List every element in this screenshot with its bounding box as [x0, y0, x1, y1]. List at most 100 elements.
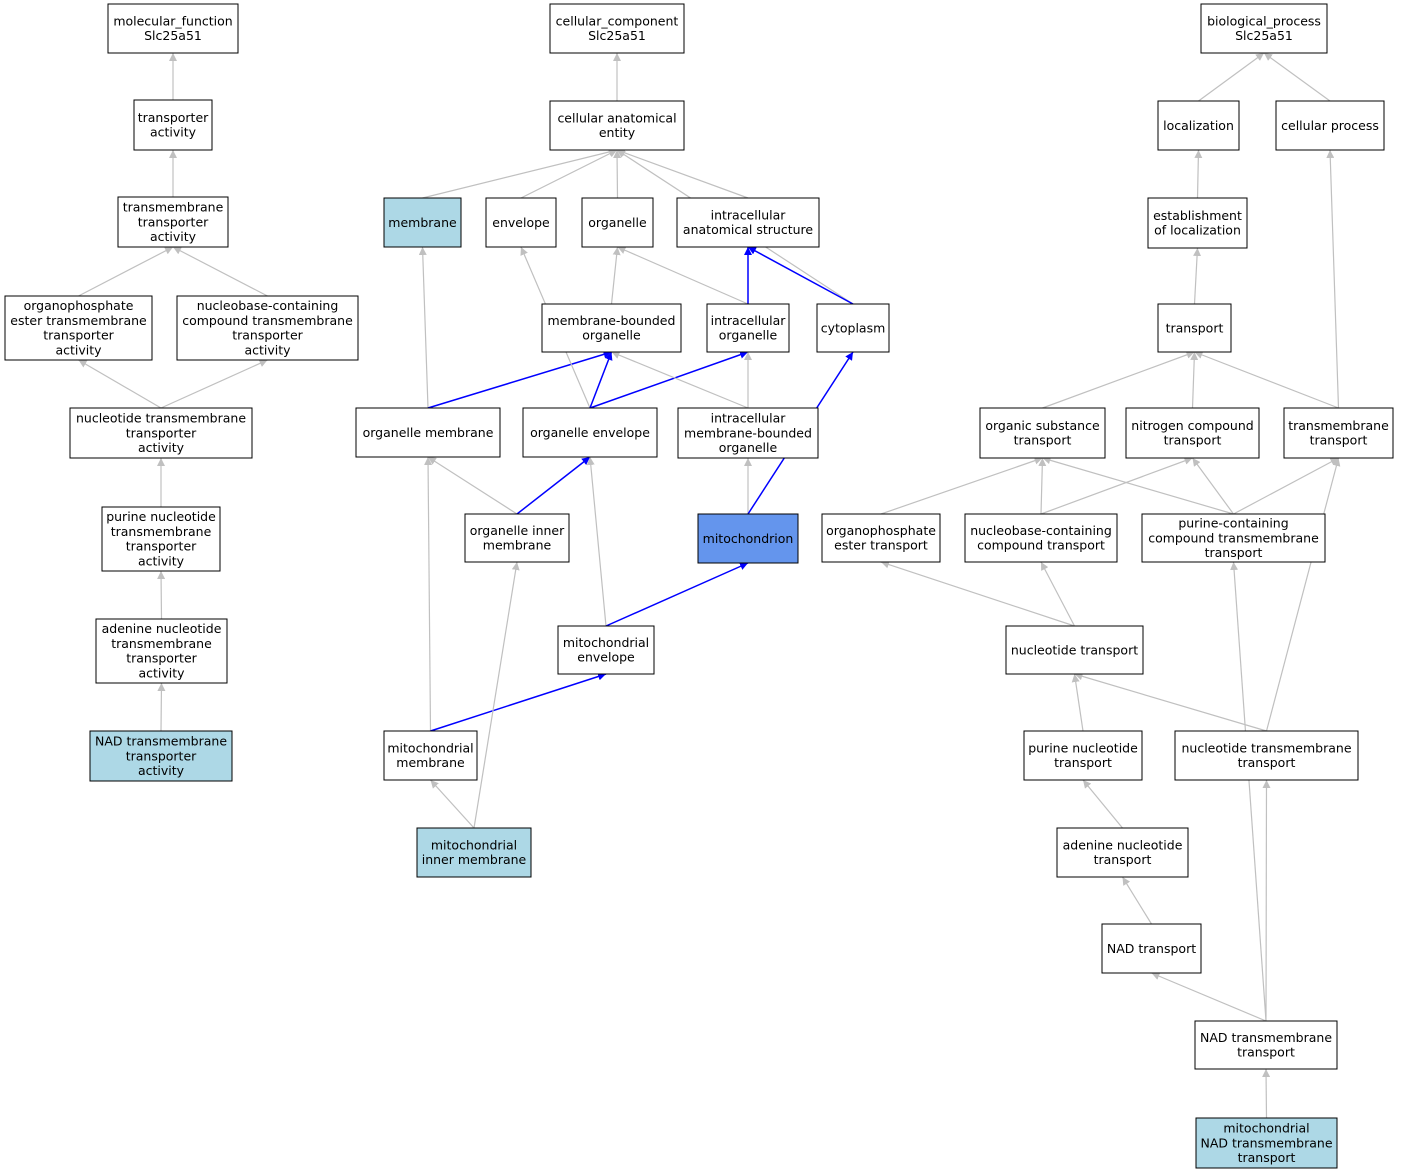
- edge-pctt-to-nct: [1192, 457, 1234, 515]
- node-box: [1141, 513, 1326, 563]
- node-label-line: organelle: [588, 215, 647, 230]
- node-env[interactable]: envelope: [485, 197, 557, 248]
- node-org[interactable]: organelle: [581, 197, 654, 248]
- node-box: [117, 196, 229, 248]
- node-box: [1056, 827, 1189, 878]
- edge-tr-to-eol: [1193, 247, 1202, 305]
- node-label-line: nucleobase-containing: [970, 523, 1112, 538]
- node-label-line: inner membrane: [422, 852, 527, 867]
- node-label-line: activity: [150, 125, 197, 140]
- node-label-line: organelle envelope: [530, 425, 650, 440]
- node-label-line: organelle: [582, 328, 641, 343]
- node-mem[interactable]: membrane: [383, 197, 462, 248]
- edge-oim-to-oe: [516, 456, 591, 515]
- node-box: [557, 625, 655, 675]
- node-loc[interactable]: localization: [1157, 100, 1240, 151]
- node-label-line: compound transport: [977, 538, 1105, 553]
- node-label-line: ester transmembrane: [10, 313, 147, 328]
- node-mito[interactable]: mitochondrion: [697, 513, 799, 564]
- node-label-line: adenine nucleotide: [1063, 837, 1183, 852]
- node-box: [355, 407, 501, 458]
- edge-nadtt-to-nadt: [1151, 972, 1267, 1022]
- node-box: [4, 295, 153, 361]
- edge-om-to-mbo: [427, 350, 612, 409]
- node-cp[interactable]: cellular process: [1275, 100, 1385, 151]
- node-cyto[interactable]: cytoplasm: [816, 303, 890, 353]
- node-label-line: activity: [138, 554, 185, 569]
- node-box: [549, 3, 685, 54]
- node-label-line: organelle: [719, 328, 778, 343]
- node-label-line: NAD transmembrane: [95, 734, 227, 749]
- node-box: [464, 513, 570, 563]
- edge-nct-to-tr: [1190, 351, 1199, 409]
- node-box: [69, 407, 253, 459]
- edge-nta-to-ncta: [160, 359, 268, 409]
- node-tr[interactable]: transport: [1157, 303, 1232, 353]
- node-box: [416, 827, 532, 878]
- edge-io-to-org: [617, 246, 749, 305]
- node-oe[interactable]: organelle envelope: [522, 407, 658, 458]
- node-label-line: transporter: [126, 539, 197, 554]
- edge-ias-to-cae: [616, 148, 749, 199]
- edge-cyto-to-ias: [747, 246, 854, 305]
- node-nadt[interactable]: NAD transport: [1101, 923, 1202, 974]
- edge-nt-to-oet: [880, 560, 1075, 627]
- node-label-line: biological_process: [1207, 13, 1321, 28]
- node-label-line: purine nucleotide: [106, 509, 216, 524]
- node-label-line: membrane: [388, 215, 457, 230]
- node-box: [1157, 303, 1232, 353]
- node-box: [821, 513, 941, 563]
- node-label-line: transport: [1238, 1150, 1296, 1165]
- node-label-line: NAD transmembrane: [1200, 1135, 1332, 1150]
- node-box: [676, 197, 820, 248]
- node-om[interactable]: organelle membrane: [355, 407, 501, 458]
- node-nt[interactable]: nucleotide transport: [1005, 625, 1144, 675]
- edge-ncct-to-ost: [1038, 457, 1047, 515]
- node-label-line: organophosphate: [24, 298, 134, 313]
- node-box: [1195, 1117, 1338, 1169]
- node-label-line: transport: [1237, 1045, 1295, 1060]
- node-label-line: organelle inner: [470, 523, 565, 538]
- node-label-line: transport: [1014, 433, 1072, 448]
- edge-nadt-to-ant: [1121, 876, 1153, 925]
- node-nta[interactable]: nucleotide transmembranetransporteractiv…: [69, 407, 253, 459]
- edge-oe-to-io: [589, 350, 749, 409]
- edge-mim-to-oim: [473, 561, 520, 829]
- node-label-line: envelope: [492, 215, 550, 230]
- node-label-line: cellular process: [1281, 118, 1379, 133]
- node-anta[interactable]: adenine nucleotidetransmembranetransport…: [95, 618, 228, 684]
- node-pnta[interactable]: purine nucleotidetransmembranetransporte…: [101, 506, 221, 572]
- node-label-line: transport: [1205, 545, 1263, 560]
- node-box: [101, 506, 221, 572]
- edge-cp-to-bp: [1263, 52, 1331, 102]
